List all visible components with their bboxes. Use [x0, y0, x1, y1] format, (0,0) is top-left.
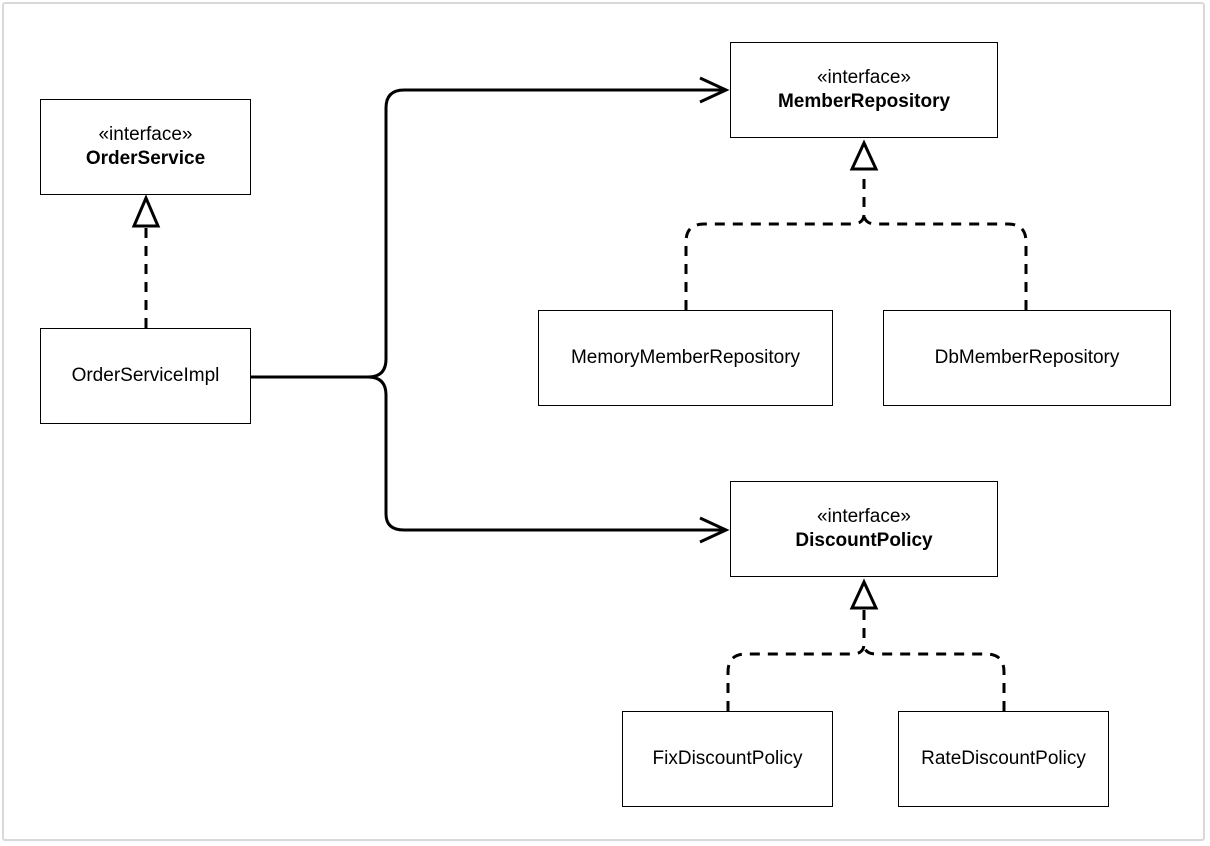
- stereotype-label: «interface»: [816, 506, 911, 527]
- class-name: FixDiscountPolicy: [652, 748, 803, 769]
- dbmemberrepository-class-box: DbMemberRepository: [883, 310, 1171, 406]
- open-arrowhead-icon: [699, 516, 730, 544]
- dependency-to-memberrepository: [250, 88, 726, 379]
- class-name: OrderServiceImpl: [71, 365, 220, 386]
- orderservice-interface-box: «interface» OrderService: [40, 99, 251, 195]
- dependency-to-discountpolicy: [367, 375, 726, 532]
- realization-arrowhead-icon: [849, 139, 879, 171]
- realization-arrowhead-icon: [849, 578, 879, 610]
- discountpolicy-interface-box: «interface» DiscountPolicy: [730, 481, 998, 577]
- class-name: MemberRepository: [777, 91, 951, 112]
- realization-memberrepository-tree: [684, 172, 1028, 310]
- dependency-connectors: [250, 76, 730, 544]
- stereotype-label: «interface»: [816, 67, 911, 88]
- stereotype-label: «interface»: [98, 124, 193, 145]
- open-arrowhead-icon: [699, 76, 730, 104]
- class-name: DbMemberRepository: [934, 347, 1120, 368]
- realization-orderserviceimpl-to-orderservice: [131, 194, 161, 328]
- realization-arrowhead-icon: [131, 194, 161, 228]
- class-name: MemoryMemberRepository: [570, 347, 801, 368]
- realization-discountpolicy-tree: [726, 610, 1006, 711]
- orderserviceimpl-class-box: OrderServiceImpl: [40, 328, 251, 424]
- class-name: OrderService: [85, 148, 206, 169]
- class-name: DiscountPolicy: [795, 530, 933, 551]
- memberrepository-interface-box: «interface» MemberRepository: [730, 42, 998, 138]
- ratediscountpolicy-class-box: RateDiscountPolicy: [898, 711, 1109, 807]
- class-name: RateDiscountPolicy: [921, 748, 1086, 769]
- fixdiscountpolicy-class-box: FixDiscountPolicy: [622, 711, 833, 807]
- memorymemberrepository-class-box: MemoryMemberRepository: [538, 310, 833, 406]
